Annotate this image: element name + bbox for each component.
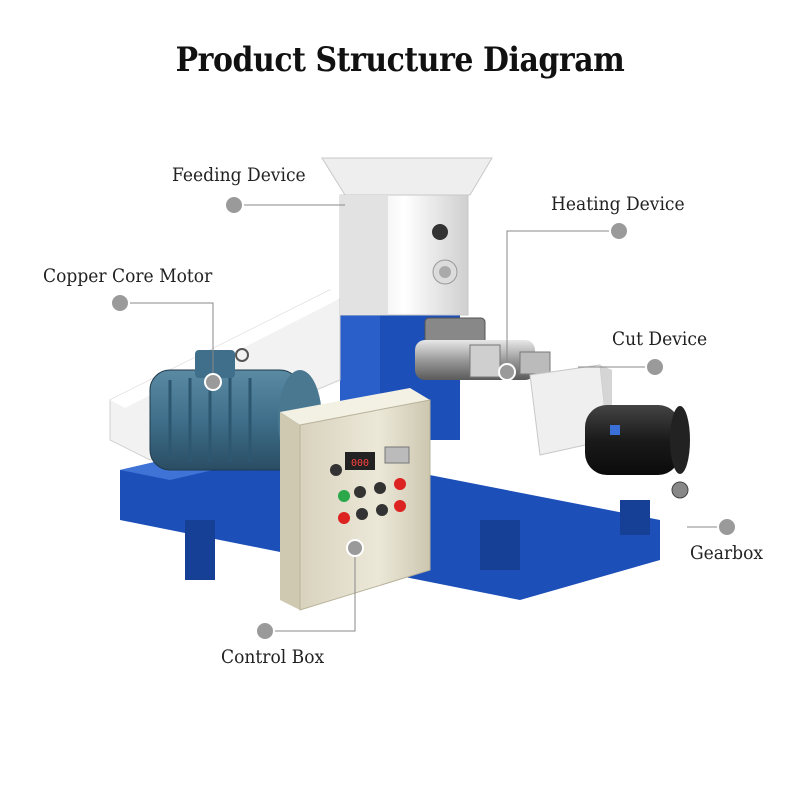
extruder-barrel	[415, 317, 551, 380]
callout-line-control	[265, 548, 356, 632]
callout-dot-control	[255, 621, 275, 641]
callout-line-motor	[120, 302, 214, 382]
callout-dot-motor	[110, 293, 130, 313]
callout-lines	[120, 204, 727, 632]
label-copper-core-motor: Copper Core Motor	[43, 265, 213, 287]
callout-dot-feeding	[224, 195, 244, 215]
callout-dot-control-end	[346, 539, 364, 557]
control-display-text: 000	[351, 458, 369, 469]
cutter-motor	[585, 405, 690, 499]
label-heating-device: Heating Device	[551, 193, 685, 215]
callout-dots	[110, 195, 737, 641]
callout-dot-gearbox	[717, 517, 737, 537]
callout-line-heating	[506, 230, 619, 372]
label-control-box: Control Box	[221, 646, 325, 668]
feeding-hopper	[321, 157, 493, 316]
page-title: Product Structure Diagram	[175, 40, 625, 80]
callout-dot-cut	[645, 357, 665, 377]
callout-dot-heating	[609, 221, 629, 241]
callout-dot-heating-end	[498, 363, 516, 381]
callout-dot-motor-end	[204, 373, 222, 391]
copper-core-motor	[149, 348, 322, 471]
label-cut-device: Cut Device	[612, 328, 708, 350]
label-feeding-device: Feeding Device	[172, 164, 306, 186]
control-box	[280, 388, 431, 611]
label-gearbox: Gearbox	[690, 542, 764, 564]
